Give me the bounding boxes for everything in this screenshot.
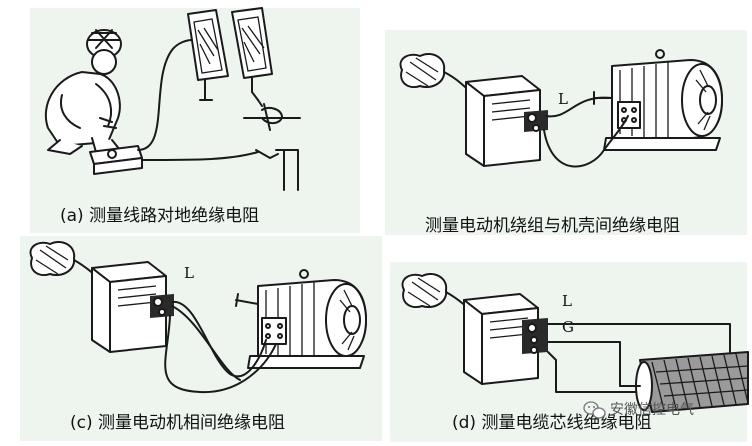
- motor-c: [235, 269, 367, 369]
- panel-b-caption: 测量电动机绕组与机壳间绝缘电阻: [425, 216, 680, 236]
- motor-b: [593, 49, 723, 151]
- megger-b: [465, 75, 548, 167]
- wechat-icon: [583, 401, 606, 419]
- panel-b-illustration: L 测量电动机绕组与机壳间绝缘电阻: [399, 49, 723, 236]
- panel-a-illustration: (a) 测量线路对地绝缘电阻: [44, 7, 301, 226]
- panel-d-terminal-g: G: [562, 318, 574, 336]
- insulator-left: [187, 9, 229, 101]
- watermark-text: 安徽信控电气: [610, 402, 694, 418]
- panel-d-terminal-l: L: [562, 292, 572, 310]
- panel-c-terminal-l: L: [184, 264, 194, 282]
- worker-figure: [44, 29, 122, 155]
- panel-c-caption: (c) 测量电动机相间绝缘电阻: [70, 413, 285, 433]
- megger-a: [89, 145, 143, 175]
- megger-c: [91, 261, 174, 353]
- panel-d-background: [390, 262, 747, 442]
- panel-a-caption: (a) 测量线路对地绝缘电阻: [60, 206, 259, 226]
- megger-d: [463, 293, 548, 385]
- insulator-right: [231, 7, 273, 101]
- watermark: 安徽信控电气: [583, 401, 694, 419]
- cable: [619, 351, 749, 413]
- hand-b: [399, 52, 479, 101]
- panel-b-terminal-l: L: [558, 90, 568, 108]
- panel-c-illustration: L (c) 测量电动机相间绝缘电阻: [29, 240, 367, 433]
